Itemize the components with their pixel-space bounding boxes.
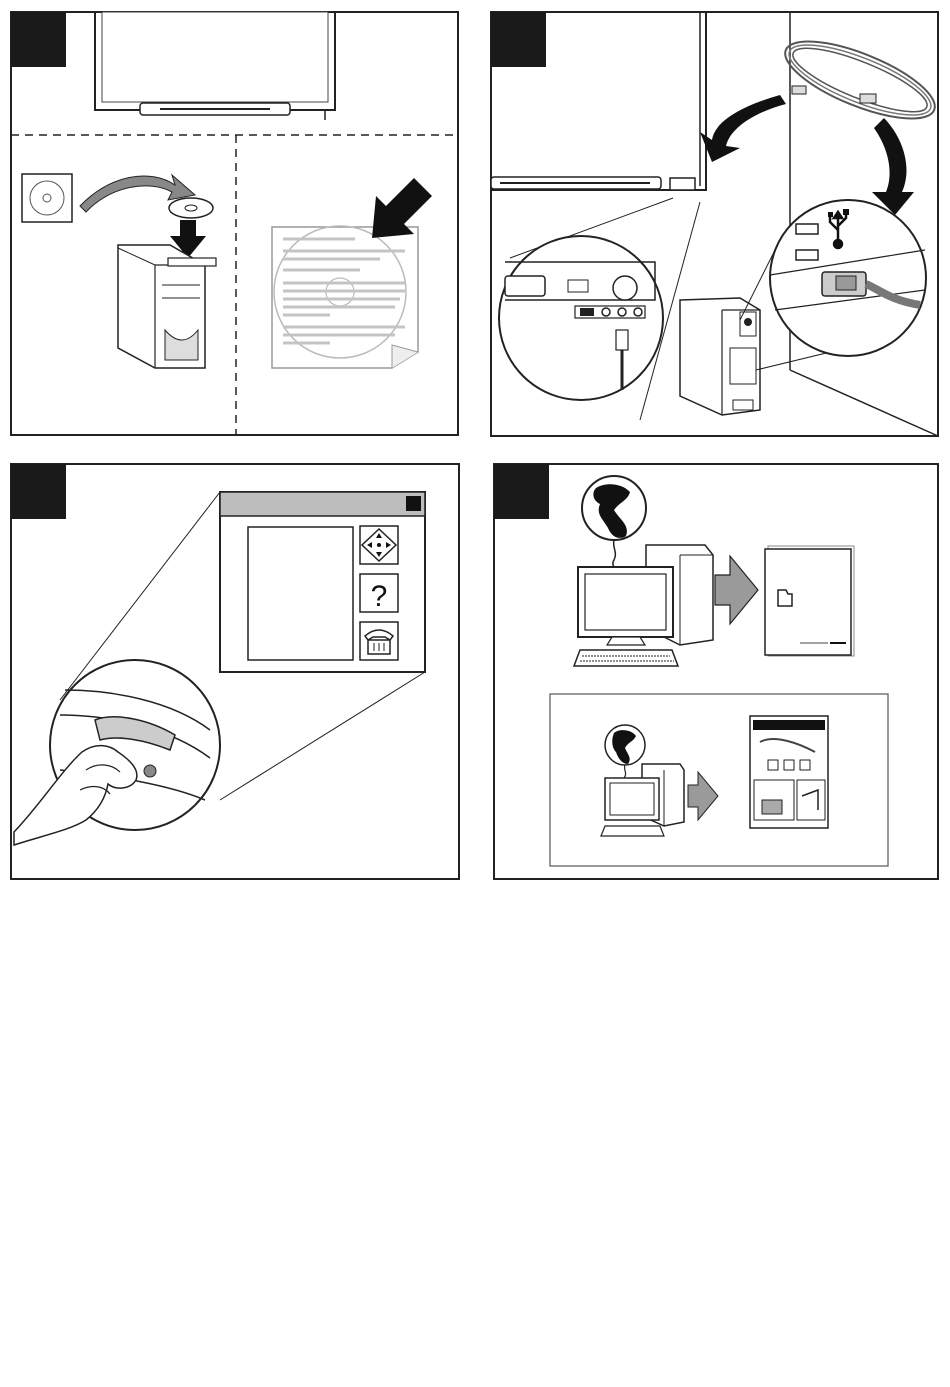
- panel-step-1: [11, 12, 458, 435]
- smart-dialog-window: ?: [220, 492, 425, 672]
- svg-text:?: ?: [371, 580, 388, 613]
- computer-tower-icon: [680, 298, 760, 415]
- cd-icon: [22, 174, 72, 222]
- orient-icon[interactable]: [360, 526, 398, 564]
- step-number-badge-4: [494, 464, 549, 519]
- smart-board-icon: [95, 12, 335, 120]
- step-number-badge-1: [11, 12, 66, 67]
- close-button[interactable]: [406, 496, 421, 511]
- guide-booklet-icon: [765, 546, 854, 656]
- panel-step-4: [494, 464, 938, 879]
- computer-tower-icon: [118, 245, 216, 368]
- readme-document-icon: [272, 226, 418, 368]
- panel-step-3: ?: [11, 464, 459, 879]
- panel-step-2: [491, 12, 944, 436]
- quick-start-sheet-icon: [750, 716, 828, 828]
- help-icon[interactable]: ?: [360, 574, 398, 613]
- step-number-badge-3: [11, 464, 66, 519]
- phone-icon[interactable]: [360, 622, 398, 660]
- step-number-badge-2: [491, 12, 546, 67]
